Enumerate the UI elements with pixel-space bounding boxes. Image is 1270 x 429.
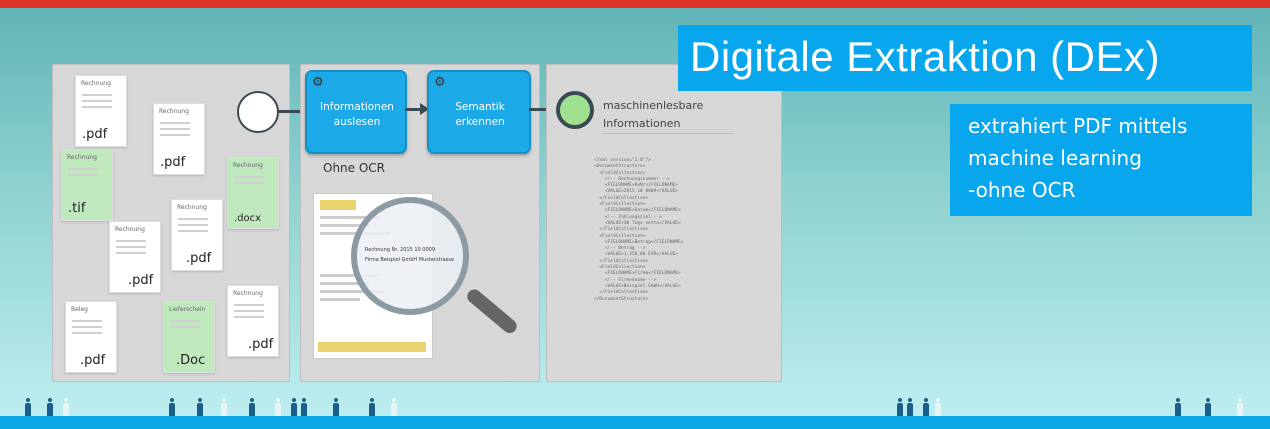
- file-extension: .pdf: [160, 155, 186, 170]
- document-header: Rechnung: [67, 154, 97, 161]
- person-icon: [168, 398, 176, 416]
- person-icon: [368, 398, 376, 416]
- xml-output-code: <?xml version="1.0"?> <DocumentStructure…: [594, 158, 684, 302]
- document-header: Rechnung: [159, 108, 189, 115]
- title-box: Digitale Extraktion (DEx): [678, 25, 1252, 91]
- info-line: extrahiert PDF mittels: [968, 114, 1188, 138]
- document-header: Rechnung: [233, 290, 263, 297]
- magnifier-handle: [464, 286, 520, 336]
- person-icon: [290, 398, 298, 416]
- document-card: Rechnung .pdf: [75, 75, 127, 147]
- document-card: Rechnung .pdf: [109, 221, 161, 293]
- document-header: Rechnung: [233, 162, 263, 169]
- document-header: Rechnung: [115, 226, 145, 233]
- document-card: Lieferschein .Doc: [163, 301, 215, 373]
- top-red-bar: [0, 0, 1270, 8]
- person-icon: [906, 398, 914, 416]
- person-icon: [274, 398, 282, 416]
- person-icon: [1236, 398, 1244, 416]
- person-icon: [922, 398, 930, 416]
- end-event-circle: [556, 91, 594, 129]
- ohne-ocr-label: Ohne OCR: [323, 161, 386, 175]
- magnified-text-line: Firma Beispiel GmbH Musterstrasse: [365, 257, 454, 263]
- document-header: Beleg: [71, 306, 88, 313]
- bottom-blue-bar: [0, 416, 1270, 429]
- person-icon: [390, 398, 398, 416]
- start-event-circle: [237, 91, 279, 133]
- flow-arrow: [405, 103, 429, 115]
- document-card: Rechnung .pdf: [227, 285, 279, 357]
- file-extension: .tif: [68, 201, 86, 216]
- person-icon: [300, 398, 308, 416]
- slide-title: Digitale Extraktion (DEx): [690, 33, 1160, 80]
- document-card: Rechnung .tif: [61, 149, 113, 221]
- file-extension: .docx: [234, 213, 262, 224]
- file-extension: .pdf: [248, 337, 274, 352]
- file-extension: .pdf: [80, 353, 106, 368]
- document-header: Rechnung: [81, 80, 111, 87]
- gear-icon: ⚙: [312, 75, 324, 90]
- person-icon: [46, 398, 54, 416]
- person-icon: [62, 398, 70, 416]
- document-header: Rechnung: [177, 204, 207, 211]
- info-line: -ohne OCR: [968, 178, 1076, 202]
- person-icon: [332, 398, 340, 416]
- magnified-text-line: Rechnung Nr. 2015 10 0009: [365, 247, 436, 253]
- document-card: Rechnung .pdf: [171, 199, 223, 271]
- person-icon: [24, 398, 32, 416]
- gear-icon: ⚙: [434, 75, 446, 90]
- document-card: Rechnung .pdf: [153, 103, 205, 175]
- person-icon: [196, 398, 204, 416]
- info-line: machine learning: [968, 146, 1142, 170]
- document-card: Beleg .pdf: [65, 301, 117, 373]
- document-header: Lieferschein: [169, 306, 206, 313]
- person-icon: [1174, 398, 1182, 416]
- person-icon: [1204, 398, 1212, 416]
- flow-arrow: [278, 105, 310, 117]
- file-extension: .pdf: [82, 127, 108, 142]
- info-box: extrahiert PDF mittels machine learning …: [950, 104, 1252, 216]
- person-icon: [934, 398, 942, 416]
- file-extension: .pdf: [186, 251, 212, 266]
- file-extension: .pdf: [128, 273, 154, 288]
- file-extension: .Doc: [176, 353, 206, 368]
- person-icon: [248, 398, 256, 416]
- person-icon: [896, 398, 904, 416]
- document-card: Rechnung .docx: [227, 157, 279, 229]
- magnifier-glass: Rechnung Nr. 2015 10 0009 Firma Beispiel…: [351, 197, 469, 315]
- person-icon: [220, 398, 228, 416]
